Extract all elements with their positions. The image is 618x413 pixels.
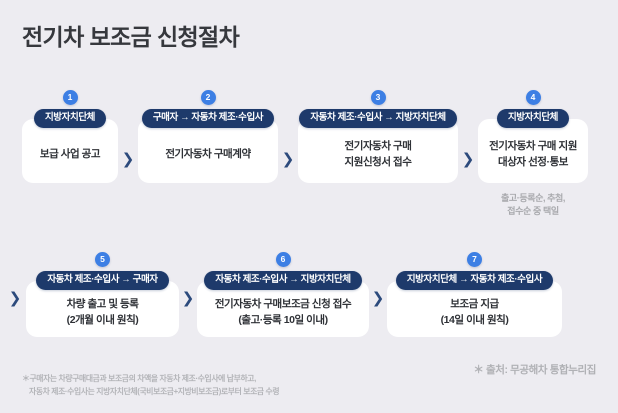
footnote-line-2: 자동차 제조·수입사는 지방자치단체(국비보조금+지방비보조금)로부터 보조금 … <box>29 387 280 397</box>
step-card: 보급 사업 공고 <box>22 119 118 184</box>
step-card: 전기자동차 구매 지원신청서 접수 <box>298 119 458 184</box>
step-actor-badge: 구매자 → 자동차 제조·수입사 <box>141 109 275 129</box>
step-card-wrap: 지방자치단체 → 자동차 제조·수입사 보조금 지급 (14일 이내 원칙) <box>387 271 562 338</box>
step-actor-badge: 자동차 제조·수입사 → 지방자치단체 <box>299 109 457 129</box>
page-title: 전기차 보조금 신청절차 <box>22 24 240 50</box>
step-card: 차량 출고 및 등록 (2개월 이내 원칙) <box>26 281 179 338</box>
step-card: 보조금 지급 (14일 이내 원칙) <box>387 281 562 338</box>
step-card-wrap: 자동차 제조·수입사 → 지방자치단체 전기자동차 구매보조금 신청 접수 (출… <box>197 271 369 338</box>
step-number-badge: 2 <box>200 90 216 105</box>
flow-arrow-3-4: ❯ <box>461 150 475 168</box>
step-card-text: 전기자동차 구매 지원신청서 접수 <box>344 140 412 169</box>
step-card-text: 차량 출고 및 등록 (2개월 이내 원칙) <box>66 298 139 327</box>
footnote-line-1: ＊구매자는 차량구매대금과 보조금의 차액을 자동차 제조·수입사에 납부하고, <box>22 373 256 383</box>
step-number-badge: 5 <box>95 252 110 267</box>
step-card: 전기자동차 구매계약 <box>138 119 278 184</box>
flow-step-5[interactable]: 5 자동차 제조·수입사 → 구매자 차량 출고 및 등록 (2개월 이내 원칙… <box>26 252 179 338</box>
step-actor-badge: 자동차 제조·수입사 → 지방자치단체 <box>204 271 362 291</box>
flow-arrow-2-3: ❯ <box>281 150 295 168</box>
step-card-text: 전기자동차 구매계약 <box>165 148 251 161</box>
step-actor-badge: 지방자치단체 <box>496 109 570 129</box>
flow-step-2[interactable]: 2 구매자 → 자동차 제조·수입사 전기자동차 구매계약 <box>138 90 278 184</box>
step-card-text: 보급 사업 공고 <box>39 148 101 161</box>
step-card-text: 전기자동차 구매 지원 대상자 선정·통보 <box>489 140 577 169</box>
step-number-badge: 1 <box>62 90 78 105</box>
step-number-badge: 7 <box>467 252 482 267</box>
flow-step-4[interactable]: 4 지방자치단체 전기자동차 구매 지원 대상자 선정·통보 출고·등록순, 추… <box>478 90 588 219</box>
flow-step-7[interactable]: 7 지방자치단체 → 자동차 제조·수입사 보조금 지급 (14일 이내 원칙) <box>387 252 562 338</box>
flow-step-1[interactable]: 1 지방자치단체 보급 사업 공고 <box>22 90 118 184</box>
step-card: 전기자동차 구매 지원 대상자 선정·통보 <box>478 119 588 184</box>
flow-step-3[interactable]: 3 자동차 제조·수입사 → 지방자치단체 전기자동차 구매 지원신청서 접수 <box>298 90 458 184</box>
step-note: 출고·등록순, 추첨, 접수순 중 택일 <box>500 193 566 217</box>
flow-arrow-6-7: ❯ <box>371 290 385 308</box>
step-number-badge: 3 <box>370 90 386 105</box>
step-card-wrap: 자동차 제조·수입사 → 지방자치단체 전기자동차 구매 지원신청서 접수 <box>298 109 458 184</box>
step-card-wrap: 지방자치단체 전기자동차 구매 지원 대상자 선정·통보 <box>478 109 588 184</box>
step-number-badge: 6 <box>275 252 291 267</box>
flow-arrow-5-6: ❯ <box>181 290 195 308</box>
step-card-wrap: 구매자 → 자동차 제조·수입사 전기자동차 구매계약 <box>138 109 278 184</box>
flow-arrow-4-5: ❯ <box>8 290 22 308</box>
step-actor-badge: 지방자치단체 <box>33 109 107 129</box>
step-card: 전기자동차 구매보조금 신청 접수 (출고·등록 10일 이내) <box>197 281 369 338</box>
step-actor-badge: 지방자치단체 → 자동차 제조·수입사 <box>395 271 554 291</box>
step-actor-badge: 자동차 제조·수입사 → 구매자 <box>36 271 169 291</box>
footnote: ＊구매자는 차량구매대금과 보조금의 차액을 자동차 제조·수입사에 납부하고,… <box>22 358 280 413</box>
flow-row-2: ❯ 5 자동차 제조·수입사 → 구매자 차량 출고 및 등록 (2개월 이내 … <box>0 252 618 338</box>
step-card-wrap: 지방자치단체 보급 사업 공고 <box>22 109 118 184</box>
flow-row-1: 1 지방자치단체 보급 사업 공고 ❯ 2 구매자 → 자동차 제조·수입사 전… <box>0 90 618 219</box>
step-number-badge: 4 <box>525 90 541 105</box>
step-card-text: 보조금 지급 (14일 이내 원칙) <box>440 298 509 327</box>
flow-step-6[interactable]: 6 자동차 제조·수입사 → 지방자치단체 전기자동차 구매보조금 신청 접수 … <box>197 252 369 338</box>
flow-arrow-1-2: ❯ <box>121 150 135 168</box>
source-credit: ＊ 출처: 무공해차 통합누리집 <box>473 364 596 376</box>
step-card-wrap: 자동차 제조·수입사 → 구매자 차량 출고 및 등록 (2개월 이내 원칙) <box>26 271 179 338</box>
step-card-text: 전기자동차 구매보조금 신청 접수 (출고·등록 10일 이내) <box>214 298 352 327</box>
